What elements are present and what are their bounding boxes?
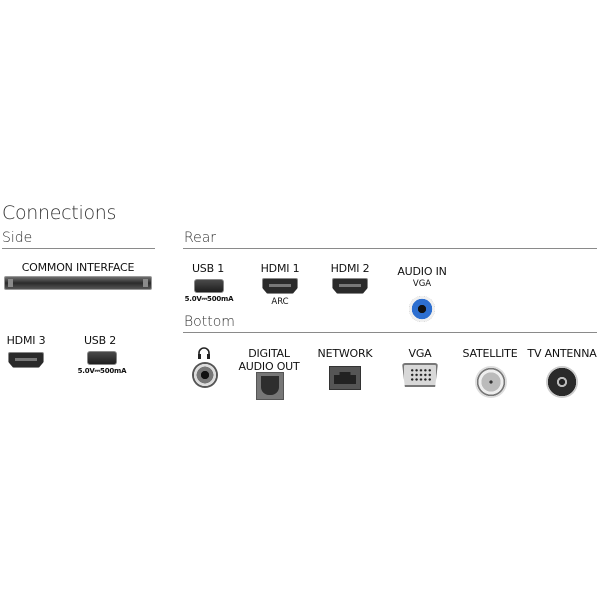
vga-label: VGA	[408, 347, 432, 360]
vga-pins	[410, 368, 432, 382]
satellite-label: SATELLITE	[462, 347, 518, 360]
hdmi1-arc-label: ARC	[271, 297, 289, 307]
section-rear-heading: Rear	[184, 230, 217, 246]
side-divider	[2, 248, 155, 249]
section-side-heading: Side	[2, 230, 33, 246]
digital-audio-out-label-2: AUDIO OUT	[238, 360, 300, 373]
audio-in-vga-label: VGA	[412, 279, 432, 289]
usb-port-icon	[194, 279, 224, 293]
page-title: Connections	[2, 202, 117, 224]
usb2-label: USB 2	[83, 334, 117, 347]
rear-divider	[183, 248, 597, 249]
hdmi-port-icon	[8, 352, 44, 368]
usb1-label: USB 1	[191, 262, 225, 275]
antenna-coax-icon	[546, 366, 578, 398]
hdmi2-label: HDMI 2	[330, 262, 370, 275]
usb-port-icon	[87, 351, 117, 365]
audio-in-label: AUDIO IN	[397, 265, 447, 278]
ethernet-port-icon	[329, 366, 361, 390]
optical-port-icon	[256, 372, 284, 400]
audio-jack-icon	[409, 296, 435, 322]
headphone-jack-icon	[192, 362, 218, 388]
vga-port-icon	[402, 363, 438, 387]
digital-audio-out-label-1: DIGITAL	[248, 347, 290, 360]
hdmi-port-icon	[332, 278, 368, 294]
network-label: NETWORK	[317, 347, 373, 360]
common-interface-label: COMMON INTERFACE	[21, 261, 135, 274]
tv-antenna-label: TV ANTENNA	[527, 347, 597, 360]
usb1-spec: 5.0V⎓500mA	[184, 295, 234, 303]
section-bottom-heading: Bottom	[184, 314, 235, 330]
hdmi1-label: HDMI 1	[260, 262, 300, 275]
bottom-divider	[183, 332, 597, 333]
ci-slot-icon	[4, 276, 152, 290]
satellite-coax-icon	[475, 366, 507, 398]
usb2-spec: 5.0V⎓500mA	[77, 367, 127, 375]
headphone-icon	[198, 347, 210, 359]
hdmi3-label: HDMI 3	[6, 334, 46, 347]
hdmi-port-icon	[262, 278, 298, 294]
